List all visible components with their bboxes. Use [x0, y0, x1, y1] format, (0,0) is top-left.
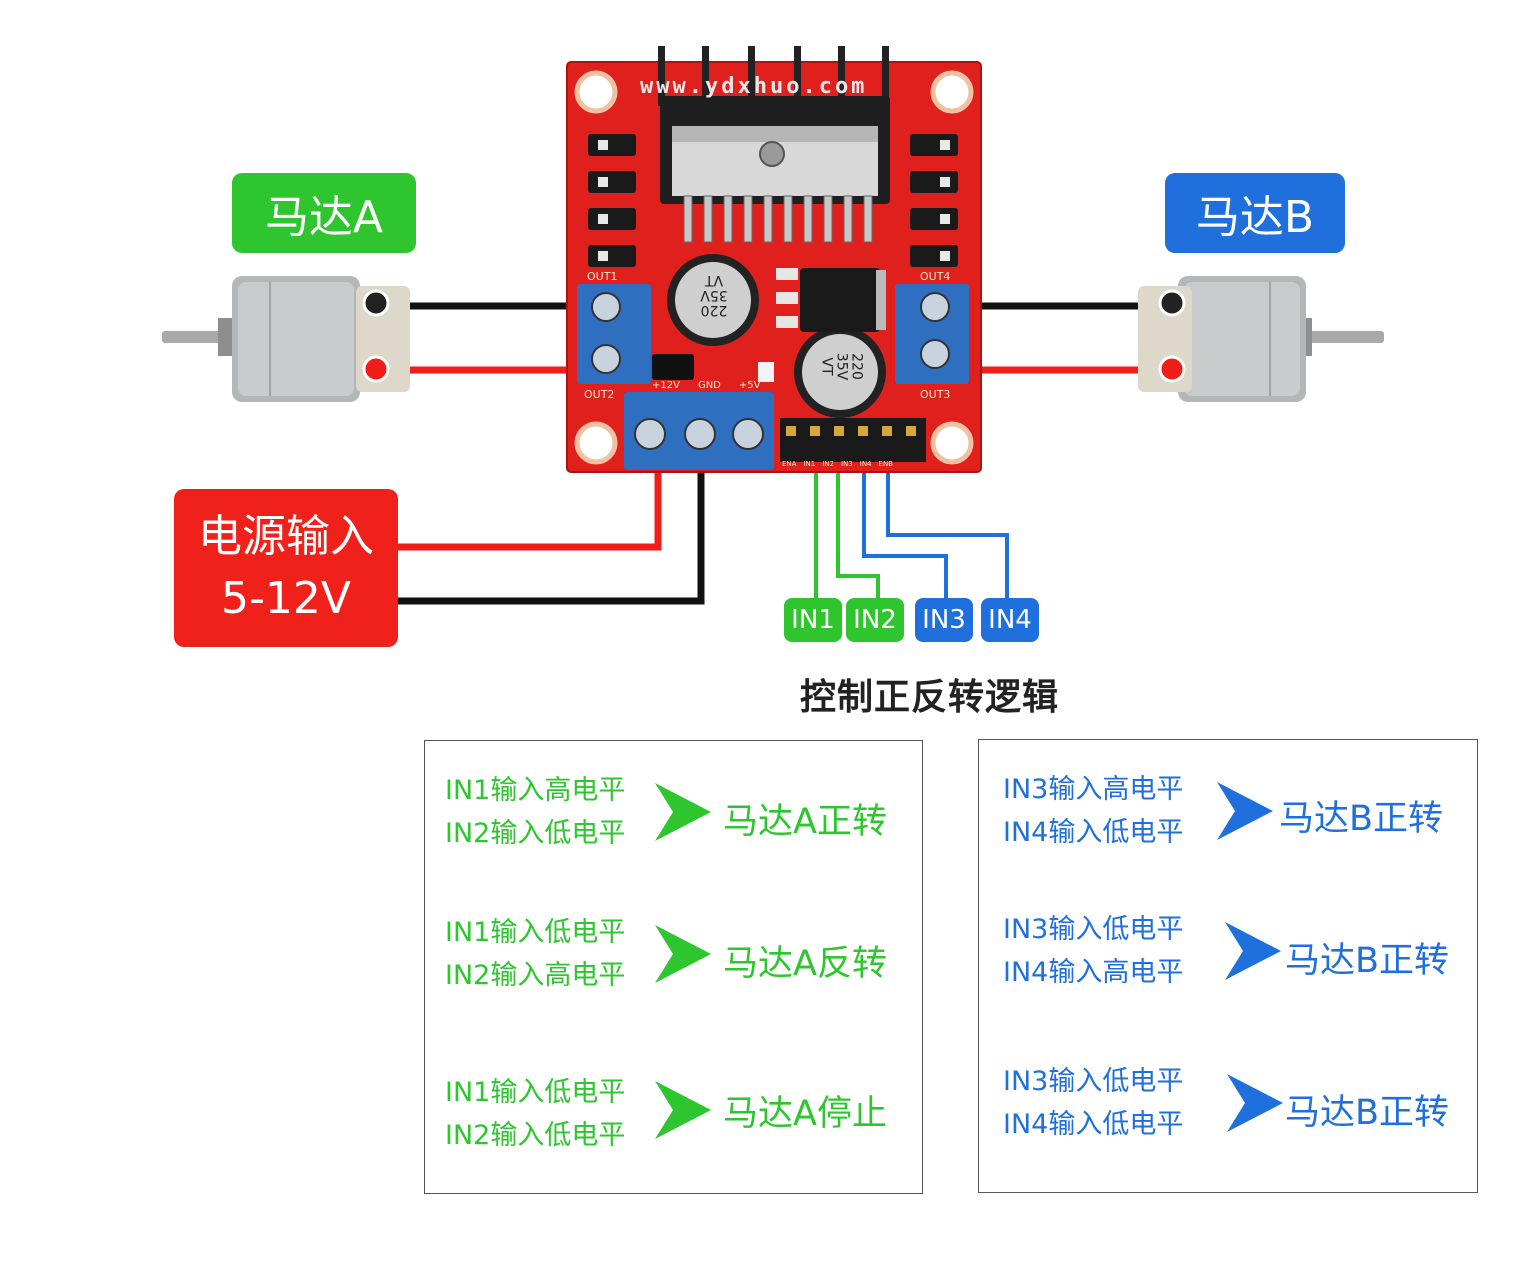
rule-result: 马达A停止: [723, 1094, 887, 1134]
rule-result: 马达A反转: [723, 944, 887, 984]
header-labels: ENA IN1 IN2 IN3 IN4 ENB: [782, 460, 893, 468]
out3-label: OUT3: [920, 388, 951, 401]
label-12v: +12V: [652, 380, 680, 391]
out2-label: OUT2: [584, 388, 615, 401]
rule-result: 马达B正转: [1285, 1093, 1450, 1133]
motor-b: [1138, 276, 1384, 402]
logic-title: 控制正反转逻辑: [800, 677, 1060, 718]
arrow-right-icon: [655, 925, 711, 983]
rule-line2: IN2输入低电平: [445, 818, 626, 849]
motor-a-logic-box: IN1输入高电平 IN2输入低电平 马达A正转 IN1输入低电平 IN2输入高电…: [424, 740, 923, 1194]
power-terminal-labels: +12V GND +5V: [652, 380, 760, 391]
cap2-mark: VT: [818, 357, 835, 376]
motor-b-terminal-red: [1158, 355, 1186, 383]
motor-a-terminal-black: [362, 289, 390, 317]
in3-wire: [862, 470, 948, 600]
motor-b-terminal-black: [1158, 289, 1186, 317]
motor-b-logic-box: IN3输入高电平 IN4输入低电平 马达B正转 IN3输入低电平 IN4输入高电…: [978, 739, 1478, 1193]
cap1-label: 220 35V VT: [690, 272, 738, 318]
rule-line1: IN3输入高电平: [1003, 774, 1184, 805]
arrow-right-icon: [655, 783, 711, 841]
rule-line2: IN4输入低电平: [1003, 1109, 1184, 1140]
arrow-right-icon: [655, 1081, 711, 1139]
rule-result: 马达B正转: [1285, 941, 1450, 981]
rule-line2: IN2输入低电平: [445, 1120, 626, 1151]
wiring-diagram: [162, 46, 1384, 605]
rule-line2: IN4输入高电平: [1003, 957, 1184, 988]
rule-result: 马达B正转: [1279, 799, 1444, 839]
motor-b-rule: IN3输入高电平 IN4输入低电平 马达B正转: [979, 768, 1477, 868]
label-in4: IN4: [859, 460, 872, 468]
label-enb: ENB: [878, 460, 893, 468]
in2-wire: [836, 470, 880, 600]
pin-in1: IN1: [784, 598, 842, 642]
motor-a-terminal-red: [362, 355, 390, 383]
cap2-value: 220: [848, 353, 865, 380]
cap1-mark: VT: [704, 272, 724, 288]
rule-line1: IN1输入低电平: [445, 917, 626, 948]
power-wire-red: [398, 468, 662, 551]
motor-b-rule: IN3输入低电平 IN4输入低电平 马达B正转: [979, 1060, 1477, 1160]
motor-b-label: 马达B: [1165, 173, 1345, 253]
power-wire-black: [398, 468, 705, 605]
rule-line2: IN2输入高电平: [445, 960, 626, 991]
cap2-voltage: 35V: [833, 352, 850, 381]
rule-conditions: IN1输入低电平 IN2输入高电平: [445, 911, 625, 997]
label-5v: +5V: [738, 380, 761, 391]
board-watermark: www.ydxhuo.com: [640, 74, 868, 99]
arrow-right-icon: [1227, 1074, 1283, 1132]
label-gnd: GND: [697, 380, 721, 391]
rule-conditions: IN1输入高电平 IN2输入低电平: [445, 769, 625, 855]
motor-a-rule: IN1输入低电平 IN2输入低电平 马达A停止: [425, 1071, 922, 1171]
pin-in2: IN2: [846, 598, 904, 642]
rule-line1: IN1输入高电平: [445, 775, 626, 806]
rule-line1: IN3输入低电平: [1003, 1066, 1184, 1097]
rule-conditions: IN3输入低电平 IN4输入高电平: [1003, 908, 1183, 994]
rule-conditions: IN1输入低电平 IN2输入低电平: [445, 1071, 625, 1157]
rule-line2: IN4输入低电平: [1003, 817, 1184, 848]
power-input-label: 电源输入 5-12V: [174, 489, 398, 647]
power-input-voltage: 5-12V: [221, 573, 351, 624]
out1-label: OUT1: [587, 270, 618, 283]
cap2-label: 220 35V VT: [818, 343, 865, 391]
rule-conditions: IN3输入低电平 IN4输入低电平: [1003, 1060, 1183, 1146]
rule-line1: IN1输入低电平: [445, 1077, 626, 1108]
motor-a-rule: IN1输入低电平 IN2输入高电平 马达A反转: [425, 911, 922, 1011]
power-input-title: 电源输入: [198, 511, 374, 562]
out4-label: OUT4: [920, 270, 951, 283]
label-in2: IN2: [822, 460, 834, 468]
rule-line1: IN3输入低电平: [1003, 914, 1184, 945]
l298n-board: [566, 46, 982, 473]
cap1-voltage: 35V: [700, 287, 728, 303]
pin-in4: IN4: [981, 598, 1039, 642]
motor-a: [162, 276, 410, 402]
in4-wire: [886, 470, 1009, 600]
arrow-right-icon: [1225, 922, 1281, 980]
label-in3: IN3: [840, 460, 853, 468]
label-in1: IN1: [803, 460, 816, 468]
motor-a-label: 马达A: [232, 173, 416, 253]
label-ena: ENA: [782, 460, 797, 468]
cap1-value: 220: [700, 302, 728, 318]
arrow-right-icon: [1217, 782, 1273, 840]
motor-a-rule: IN1输入高电平 IN2输入低电平 马达A正转: [425, 769, 922, 869]
rule-conditions: IN3输入高电平 IN4输入低电平: [1003, 768, 1183, 854]
motor-b-rule: IN3输入低电平 IN4输入高电平 马达B正转: [979, 908, 1477, 1008]
rule-result: 马达A正转: [723, 802, 887, 842]
pin-in3: IN3: [915, 598, 973, 642]
